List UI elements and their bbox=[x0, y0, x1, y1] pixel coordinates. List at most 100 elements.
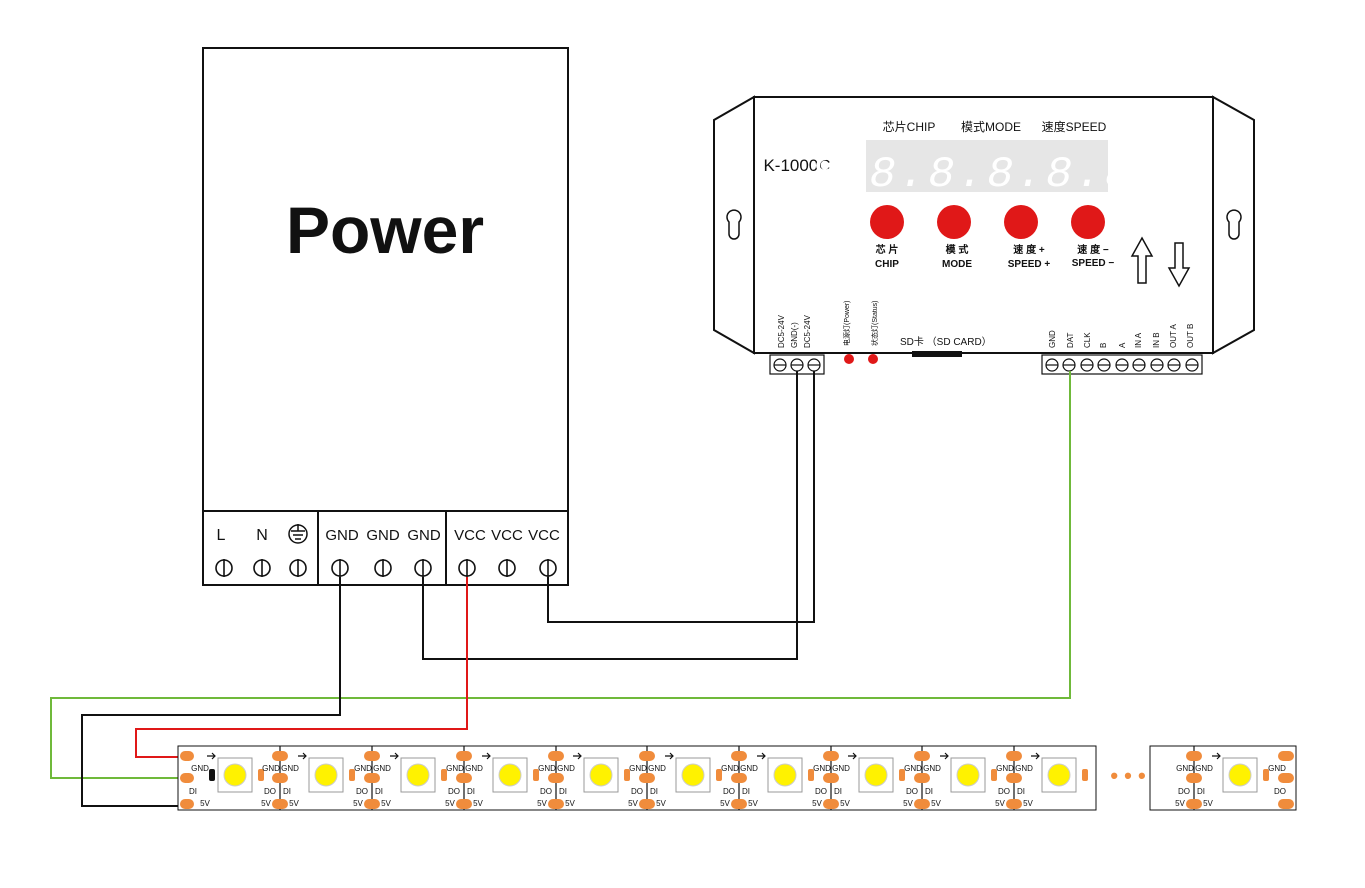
power-indicator-led bbox=[844, 354, 854, 364]
seven-segment-display bbox=[866, 140, 1108, 192]
solder-pad bbox=[548, 773, 564, 783]
solder-pad bbox=[272, 773, 288, 783]
resistor bbox=[1082, 769, 1088, 781]
power-terminal-label: DC5-24V bbox=[777, 314, 786, 348]
solder-pad bbox=[914, 773, 930, 783]
speed-down-label: SPEED − bbox=[1072, 258, 1115, 269]
arrow-up-icon bbox=[1130, 236, 1154, 284]
solder-pad bbox=[456, 773, 472, 783]
speed-up-button[interactable] bbox=[1004, 205, 1038, 239]
pad-label-di: DI bbox=[1017, 787, 1025, 796]
solder-pad bbox=[548, 751, 564, 761]
pad-label-5v: 5V bbox=[200, 799, 210, 808]
chip-button-label: CHIP bbox=[875, 259, 899, 270]
solder-pad bbox=[1006, 773, 1022, 783]
solder-pad bbox=[364, 751, 380, 761]
pad-label-di: DI bbox=[375, 787, 383, 796]
output-terminal-screws bbox=[1045, 358, 1199, 372]
solder-pad bbox=[914, 799, 930, 809]
pad-label-gnd: GND bbox=[557, 764, 575, 773]
led-chip bbox=[681, 763, 705, 787]
speed-down-button[interactable] bbox=[1071, 205, 1105, 239]
pad-label-gnd: GND bbox=[904, 764, 922, 773]
solder-pad bbox=[639, 799, 655, 809]
pad-label-di: DI bbox=[742, 787, 750, 796]
solder-pad bbox=[823, 799, 839, 809]
solder-pad bbox=[823, 751, 839, 761]
output-terminal-label: IN A bbox=[1134, 332, 1143, 348]
pad-label-5v: 5V bbox=[261, 799, 271, 808]
speed-up-label-cn: 速 度 + bbox=[1013, 243, 1045, 256]
data-direction-arrow-icon bbox=[757, 752, 766, 760]
solder-pad bbox=[1006, 751, 1022, 761]
solder-pad bbox=[272, 799, 288, 809]
pad-label-gnd: GND bbox=[373, 764, 391, 773]
led-chip bbox=[1228, 763, 1252, 787]
pad-label-5v: 5V bbox=[720, 799, 730, 808]
pad-label-5v: 5V bbox=[289, 799, 299, 808]
pad-label-gnd: GND bbox=[191, 764, 209, 773]
pad-label-5v: 5V bbox=[1023, 799, 1033, 808]
screw-icon bbox=[1080, 358, 1094, 372]
pad-label-do: DO bbox=[1274, 787, 1286, 796]
data-direction-arrow-icon bbox=[665, 752, 674, 760]
solder-pad bbox=[364, 773, 380, 783]
terminal-label-gnd: GND bbox=[366, 527, 400, 544]
data-direction-arrow-icon bbox=[390, 752, 399, 760]
mode-button-label: MODE bbox=[942, 259, 972, 270]
display-digits: 8.8.8.8.8.8. bbox=[811, 150, 1164, 200]
mode-button-label-cn: 模 式 bbox=[946, 243, 969, 256]
controller-body bbox=[753, 96, 1214, 354]
solder-pad bbox=[1278, 773, 1294, 783]
pad-label-5v: 5V bbox=[565, 799, 575, 808]
display-header-chip: 芯片CHIP bbox=[883, 120, 936, 134]
pad-label-5v: 5V bbox=[995, 799, 1005, 808]
arrow-down-icon bbox=[1167, 242, 1191, 288]
solder-pad bbox=[731, 751, 747, 761]
solder-pad bbox=[639, 751, 655, 761]
output-terminal-label: IN B bbox=[1152, 332, 1161, 348]
pad-label-do: DO bbox=[448, 787, 460, 796]
screw-icon bbox=[458, 559, 476, 577]
wire-vcc-to-controller bbox=[547, 371, 815, 623]
mount-hole-icon bbox=[726, 209, 742, 240]
display-header-speed: 速度SPEED bbox=[1042, 119, 1107, 134]
pad-label-gnd: GND bbox=[721, 764, 739, 773]
pad-label-5v: 5V bbox=[473, 799, 483, 808]
solder-pad bbox=[456, 799, 472, 809]
mode-button[interactable] bbox=[937, 205, 971, 239]
pad-label-di: DI bbox=[1197, 787, 1205, 796]
solder-pad bbox=[456, 751, 472, 761]
pad-label-5v: 5V bbox=[931, 799, 941, 808]
led-chip bbox=[956, 763, 980, 787]
screw-icon bbox=[374, 559, 392, 577]
pad-label-5v: 5V bbox=[840, 799, 850, 808]
pad-label-di: DI bbox=[283, 787, 291, 796]
screw-icon bbox=[331, 559, 349, 577]
pad-label-gnd: GND bbox=[923, 764, 941, 773]
pad-label-gnd: GND bbox=[996, 764, 1014, 773]
controller: K-1000C 芯片CHIP 模式MODE 速度SPEED 8.8.8.8.8.… bbox=[713, 95, 1255, 375]
screw-icon bbox=[498, 559, 516, 577]
solder-pad bbox=[731, 799, 747, 809]
screw-icon bbox=[1062, 358, 1076, 372]
terminal-label-vcc: VCC bbox=[528, 527, 560, 544]
output-terminal-label: OUT B bbox=[1186, 324, 1195, 348]
status-indicator-label: 状态灯(Status) bbox=[870, 300, 879, 346]
pad-label-gnd: GND bbox=[1268, 764, 1286, 773]
solder-pad bbox=[1278, 751, 1294, 761]
solder-pad bbox=[914, 751, 930, 761]
data-direction-arrow-icon bbox=[573, 752, 582, 760]
led-chip bbox=[498, 763, 522, 787]
pad-label-do: DO bbox=[631, 787, 643, 796]
chip-button[interactable] bbox=[870, 205, 904, 239]
terminal-label-gnd: GND bbox=[325, 527, 359, 544]
output-terminal-label: DAT bbox=[1066, 332, 1075, 348]
pad-label-gnd: GND bbox=[832, 764, 850, 773]
screw-icon bbox=[1115, 358, 1129, 372]
screw-icon bbox=[215, 559, 233, 577]
wire-vcc-to-strip bbox=[135, 577, 468, 758]
pad-label-do: DO bbox=[723, 787, 735, 796]
solder-pad bbox=[548, 799, 564, 809]
